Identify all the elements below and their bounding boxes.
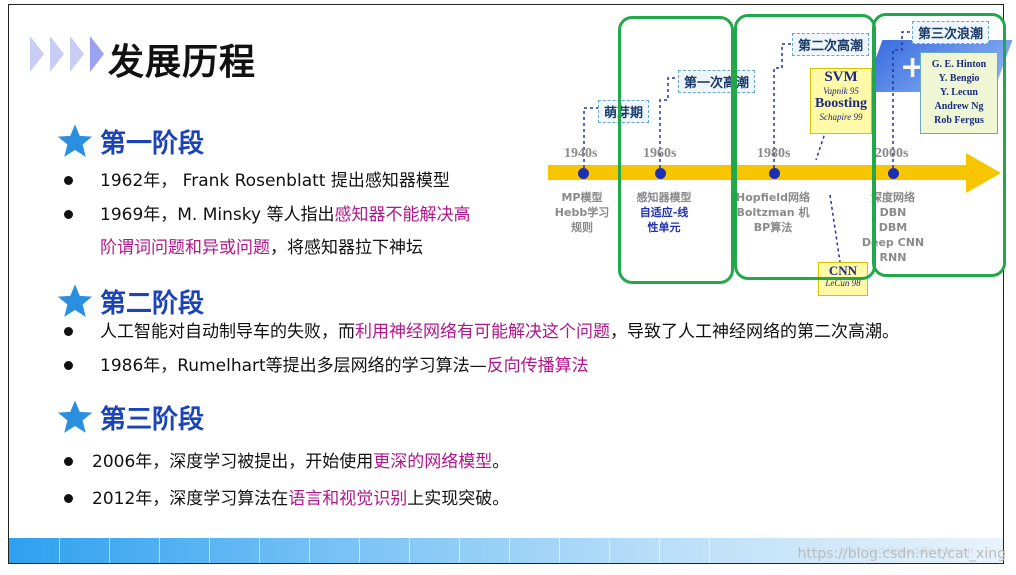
bullet-text: 上实现突破。 [407, 489, 510, 509]
researchers-card: G. E. Hinton Y. Bengio Y. Lecun Andrew N… [920, 52, 998, 134]
stage-label: 第二阶段 [100, 288, 205, 319]
wave-tag: 第二次高潮 [792, 33, 870, 56]
year-label: 1980s [757, 146, 791, 161]
bullet-highlight-text: 反向传播算法 [486, 356, 589, 376]
era-note-2000s: 深度网络 DBN DBM Deep CNN RNN [861, 191, 925, 264]
footer-bar [9, 538, 1003, 563]
stage-heading-1: 第一阶段 [56, 122, 204, 160]
bullet-highlight-text: 利用神经网络有可能解决这个问题 [355, 322, 610, 342]
bullet-text: 1962年， Frank Rosenblatt 提出感知器模型 [100, 171, 450, 191]
highlight-box-1980s [734, 14, 876, 280]
stage-label: 第三阶段 [100, 404, 205, 435]
bullet-highlight-text: 感知器不能解决高 [334, 205, 471, 225]
wave-tag: 萌芽期 [598, 100, 650, 123]
faint-footer-mark: www.saddlepaddle.com.cn [840, 546, 974, 557]
bullet-highlight-text: 更深的网络模型 [373, 452, 493, 472]
year-label: 1940s [564, 146, 598, 161]
bullet-text: 2006年，深度学习被提出，开始使用 [92, 452, 374, 472]
era-note-1960s: 感知器模型 自适应-线 性单元 [636, 191, 692, 234]
star-icon [57, 400, 93, 433]
timeline-point [888, 168, 899, 179]
step-connectors [583, 31, 910, 263]
timeline-point [578, 168, 589, 179]
bullet-text: 1986年，Rumelhart等提出多层网络的学习算法— [100, 356, 487, 376]
timeline-point [769, 168, 780, 179]
star-icon [57, 124, 93, 157]
stage-label: 第一阶段 [100, 128, 205, 159]
wave-tag: 第三次浪潮 [912, 21, 990, 44]
bullet-text: ，导致了人工神经网络的第二次高潮。 [610, 322, 899, 342]
highlight-box-1960s [618, 16, 734, 284]
bullet-highlight-text: 语言和视觉识别 [288, 489, 408, 509]
stage-heading-2: 第二阶段 [56, 282, 204, 320]
bullet-text: ，将感知器拉下神坛 [270, 238, 423, 258]
svm-boosting-card: SVM Vapnik 95 Boosting Schapire 99 [810, 68, 872, 134]
year-label: 2000s [875, 146, 909, 161]
bullet-text: 1969年，M. Minsky 等人指出 [100, 205, 335, 225]
era-note-1940s: MP模型 Hebb学习 规则 [554, 191, 610, 234]
history-timeline: + 1940s 1960s 1980s 2000s 萌芽期 第一次高潮 第二次高… [548, 10, 1013, 300]
watermark-text: https://blog.csdn.net/cat_xing [797, 546, 1006, 562]
bullet-text: 。 [492, 452, 510, 472]
slide-title: 发展历程 [108, 42, 257, 83]
star-icon [57, 284, 93, 317]
era-note-1980s: Hopfield网络 Boltzman 机 BP算法 [736, 191, 810, 234]
timeline-point [655, 168, 666, 179]
bullet-text: 2012年，深度学习算法在 [92, 489, 289, 509]
timeline-arrow [548, 153, 1001, 193]
bullet-highlight-text: 阶谓词问题和异或问题 [100, 238, 270, 258]
year-label: 1960s [643, 146, 677, 161]
stage-heading-3: 第三阶段 [56, 398, 204, 436]
highlight-box-2000s [872, 13, 1006, 277]
bullet-text: 人工智能对自动制导车的失败，而 [100, 322, 355, 342]
